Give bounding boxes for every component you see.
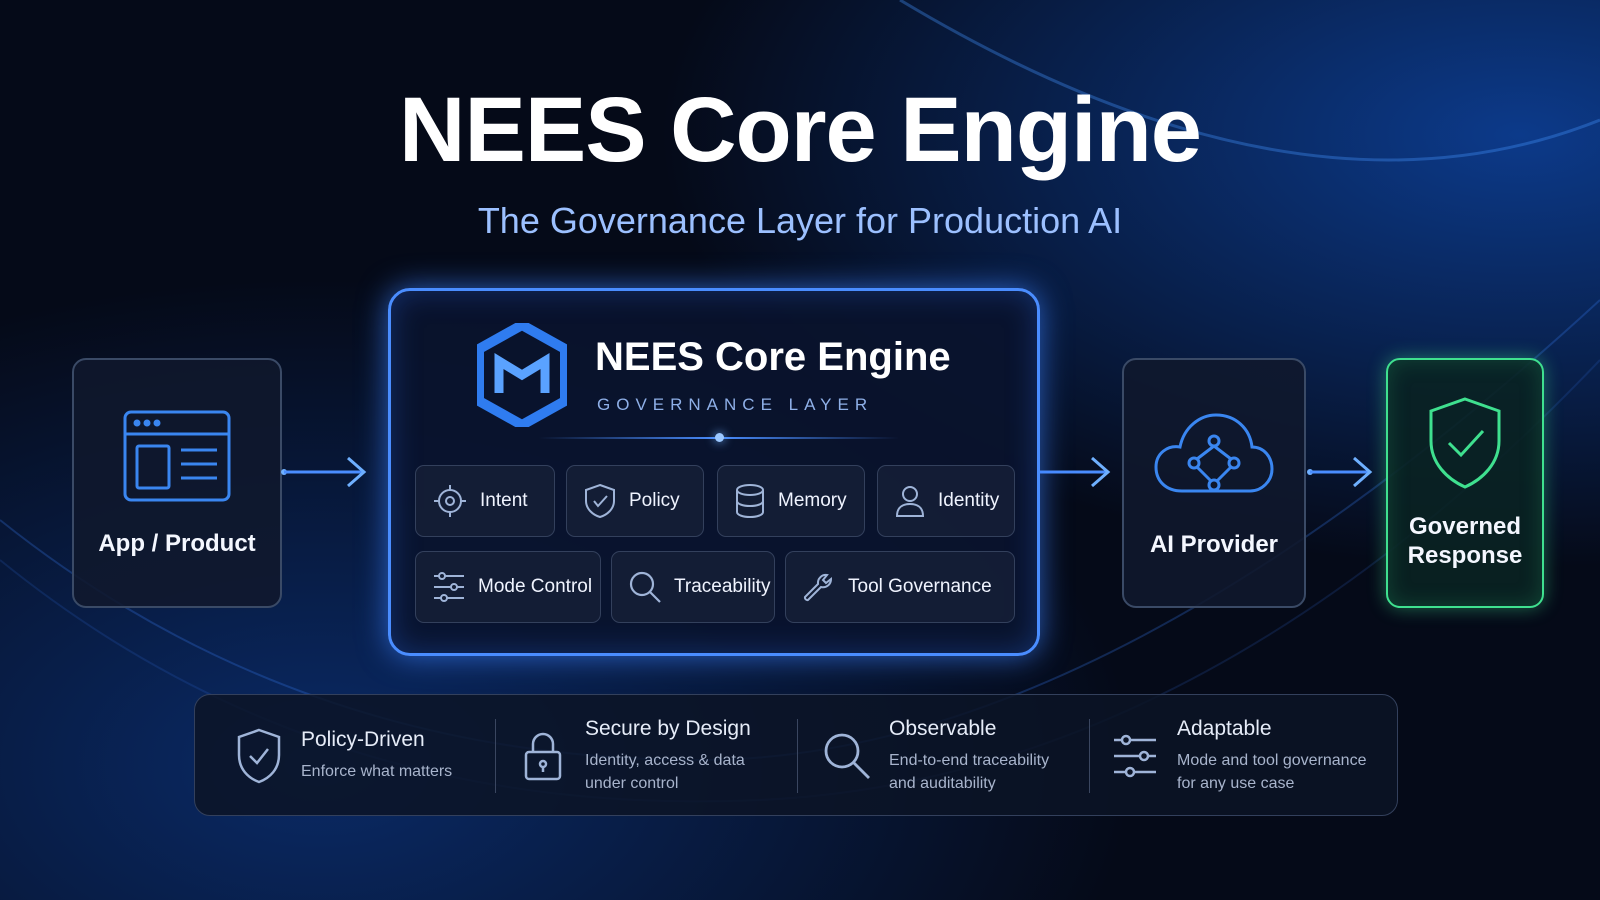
browser-window-icon [123,410,231,502]
shield-check-icon [585,483,615,519]
ai-provider-card: AI Provider [1122,358,1306,608]
module-traceability[interactable]: Traceability [611,551,775,623]
app-product-card: App / Product [72,358,282,608]
divider-dot [715,433,724,442]
module-label: Memory [778,490,847,511]
user-icon [895,486,925,517]
feature-secure-by-design: Secure by Design Identity, access & data… [513,695,751,817]
arrow-right-icon [1307,456,1373,488]
lock-icon [524,732,562,781]
target-icon [434,485,466,517]
module-label: Mode Control [478,576,593,597]
feature-title: Adaptable [1177,716,1272,740]
features-bar: Policy-Driven Enforce what matters Secur… [194,694,1398,816]
cloud-network-icon [1154,413,1274,493]
feature-title: Policy-Driven [301,728,425,752]
governed-response-label: Governed Response [1407,513,1523,569]
module-memory[interactable]: Memory [717,465,865,537]
wrench-icon [803,573,832,602]
database-icon [736,484,764,519]
nees-logo-icon [477,323,567,427]
search-icon [824,733,870,779]
core-subtitle: GOVERNANCE LAYER [597,395,874,414]
module-label: Policy [629,490,680,511]
module-identity[interactable]: Identity [877,465,1015,537]
module-intent[interactable]: Intent [415,465,555,537]
ai-provider-label: AI Provider [1149,530,1279,558]
feature-title: Secure by Design [585,716,751,740]
arrow-right-icon [1040,456,1111,488]
module-label: Identity [938,490,1000,511]
arrow-right-icon [281,456,367,488]
module-mode-control[interactable]: Mode Control [415,551,601,623]
module-label: Tool Governance [848,576,992,597]
feature-adaptable: Adaptable Mode and tool governance for a… [1105,695,1366,817]
divider [1089,719,1090,793]
module-label: Intent [480,490,528,511]
divider [495,719,496,793]
shield-check-icon [1429,397,1501,489]
module-label: Traceability [674,576,771,597]
search-icon [629,571,661,603]
feature-observable: Observable End-to-end traceability and a… [817,695,1049,817]
feature-desc: Mode and tool governance for any use cas… [1177,751,1367,792]
feature-desc: Identity, access & data under control [585,751,745,792]
feature-title: Observable [889,716,997,740]
sliders-icon [434,572,464,602]
feature-policy-driven: Policy-Driven Enforce what matters [229,695,452,817]
core-title: NEES Core Engine [595,335,951,379]
app-product-label: App / Product [98,529,256,557]
feature-desc: End-to-end traceability and auditability [889,751,1050,792]
module-tool-governance[interactable]: Tool Governance [785,551,1015,623]
core-engine-panel: NEES Core Engine GOVERNANCE LAYER Intent… [388,288,1040,656]
module-policy[interactable]: Policy [566,465,704,537]
shield-check-icon [237,728,281,784]
divider [797,719,798,793]
page-title: NEES Core Engine [399,79,1202,181]
feature-desc: Enforce what matters [301,763,453,781]
governed-response-card: Governed Response [1386,358,1544,608]
sliders-icon [1114,734,1156,778]
page-subtitle: The Governance Layer for Production AI [477,200,1123,241]
